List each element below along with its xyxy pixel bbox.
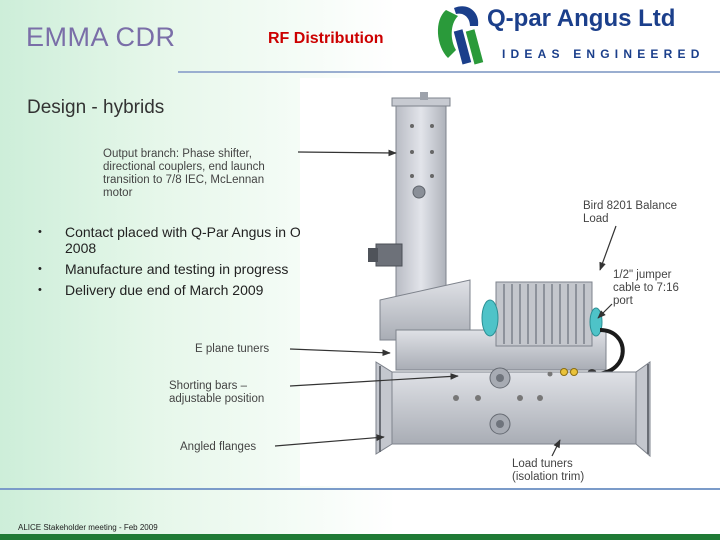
header-rule	[178, 71, 720, 73]
bullet-text: Delivery due end of March 2009	[65, 282, 264, 298]
header-label: RF Distribution	[268, 30, 384, 47]
footer-text: ALICE Stakeholder meeting - Feb 2009	[18, 523, 158, 532]
bullet-text: Contact placed with Q-Par Angus in Oct. …	[65, 224, 316, 256]
bottom-accent-bar	[0, 534, 720, 540]
bullet-icon: •	[38, 263, 42, 275]
company-logo: Q-par Angus Ltd IDEAS ENGINEERED	[437, 5, 705, 65]
bullet-item: • Manufacture and testing in progress	[38, 261, 328, 277]
footer-rule	[0, 488, 720, 490]
bullet-item: • Contact placed with Q-Par Angus in Oct.…	[38, 224, 328, 256]
slide-title: EMMA CDR	[26, 22, 176, 52]
logo-mark-icon	[437, 6, 484, 65]
callout-e-plane-tuners: E plane tuners	[195, 343, 269, 355]
callout-output-branch: Output branch: Phase shifter, directiona…	[103, 148, 268, 199]
callout-shorting-bars: Shorting bars – adjustable position	[169, 380, 264, 405]
bullet-icon: •	[38, 226, 42, 238]
bullet-icon: •	[38, 284, 42, 296]
bullet-item: • Delivery due end of March 2009	[38, 282, 328, 298]
bullet-list: • Contact placed with Q-Par Angus in Oct.…	[38, 224, 328, 303]
bullet-text: Manufacture and testing in progress	[65, 261, 289, 277]
logo-brand: Q-par Angus Ltd	[487, 5, 675, 32]
equipment-image-panel	[300, 78, 720, 486]
callout-angled-flanges: Angled flanges	[180, 441, 256, 453]
logo-tagline: IDEAS ENGINEERED	[502, 47, 705, 61]
section-heading: Design - hybrids	[27, 97, 165, 118]
